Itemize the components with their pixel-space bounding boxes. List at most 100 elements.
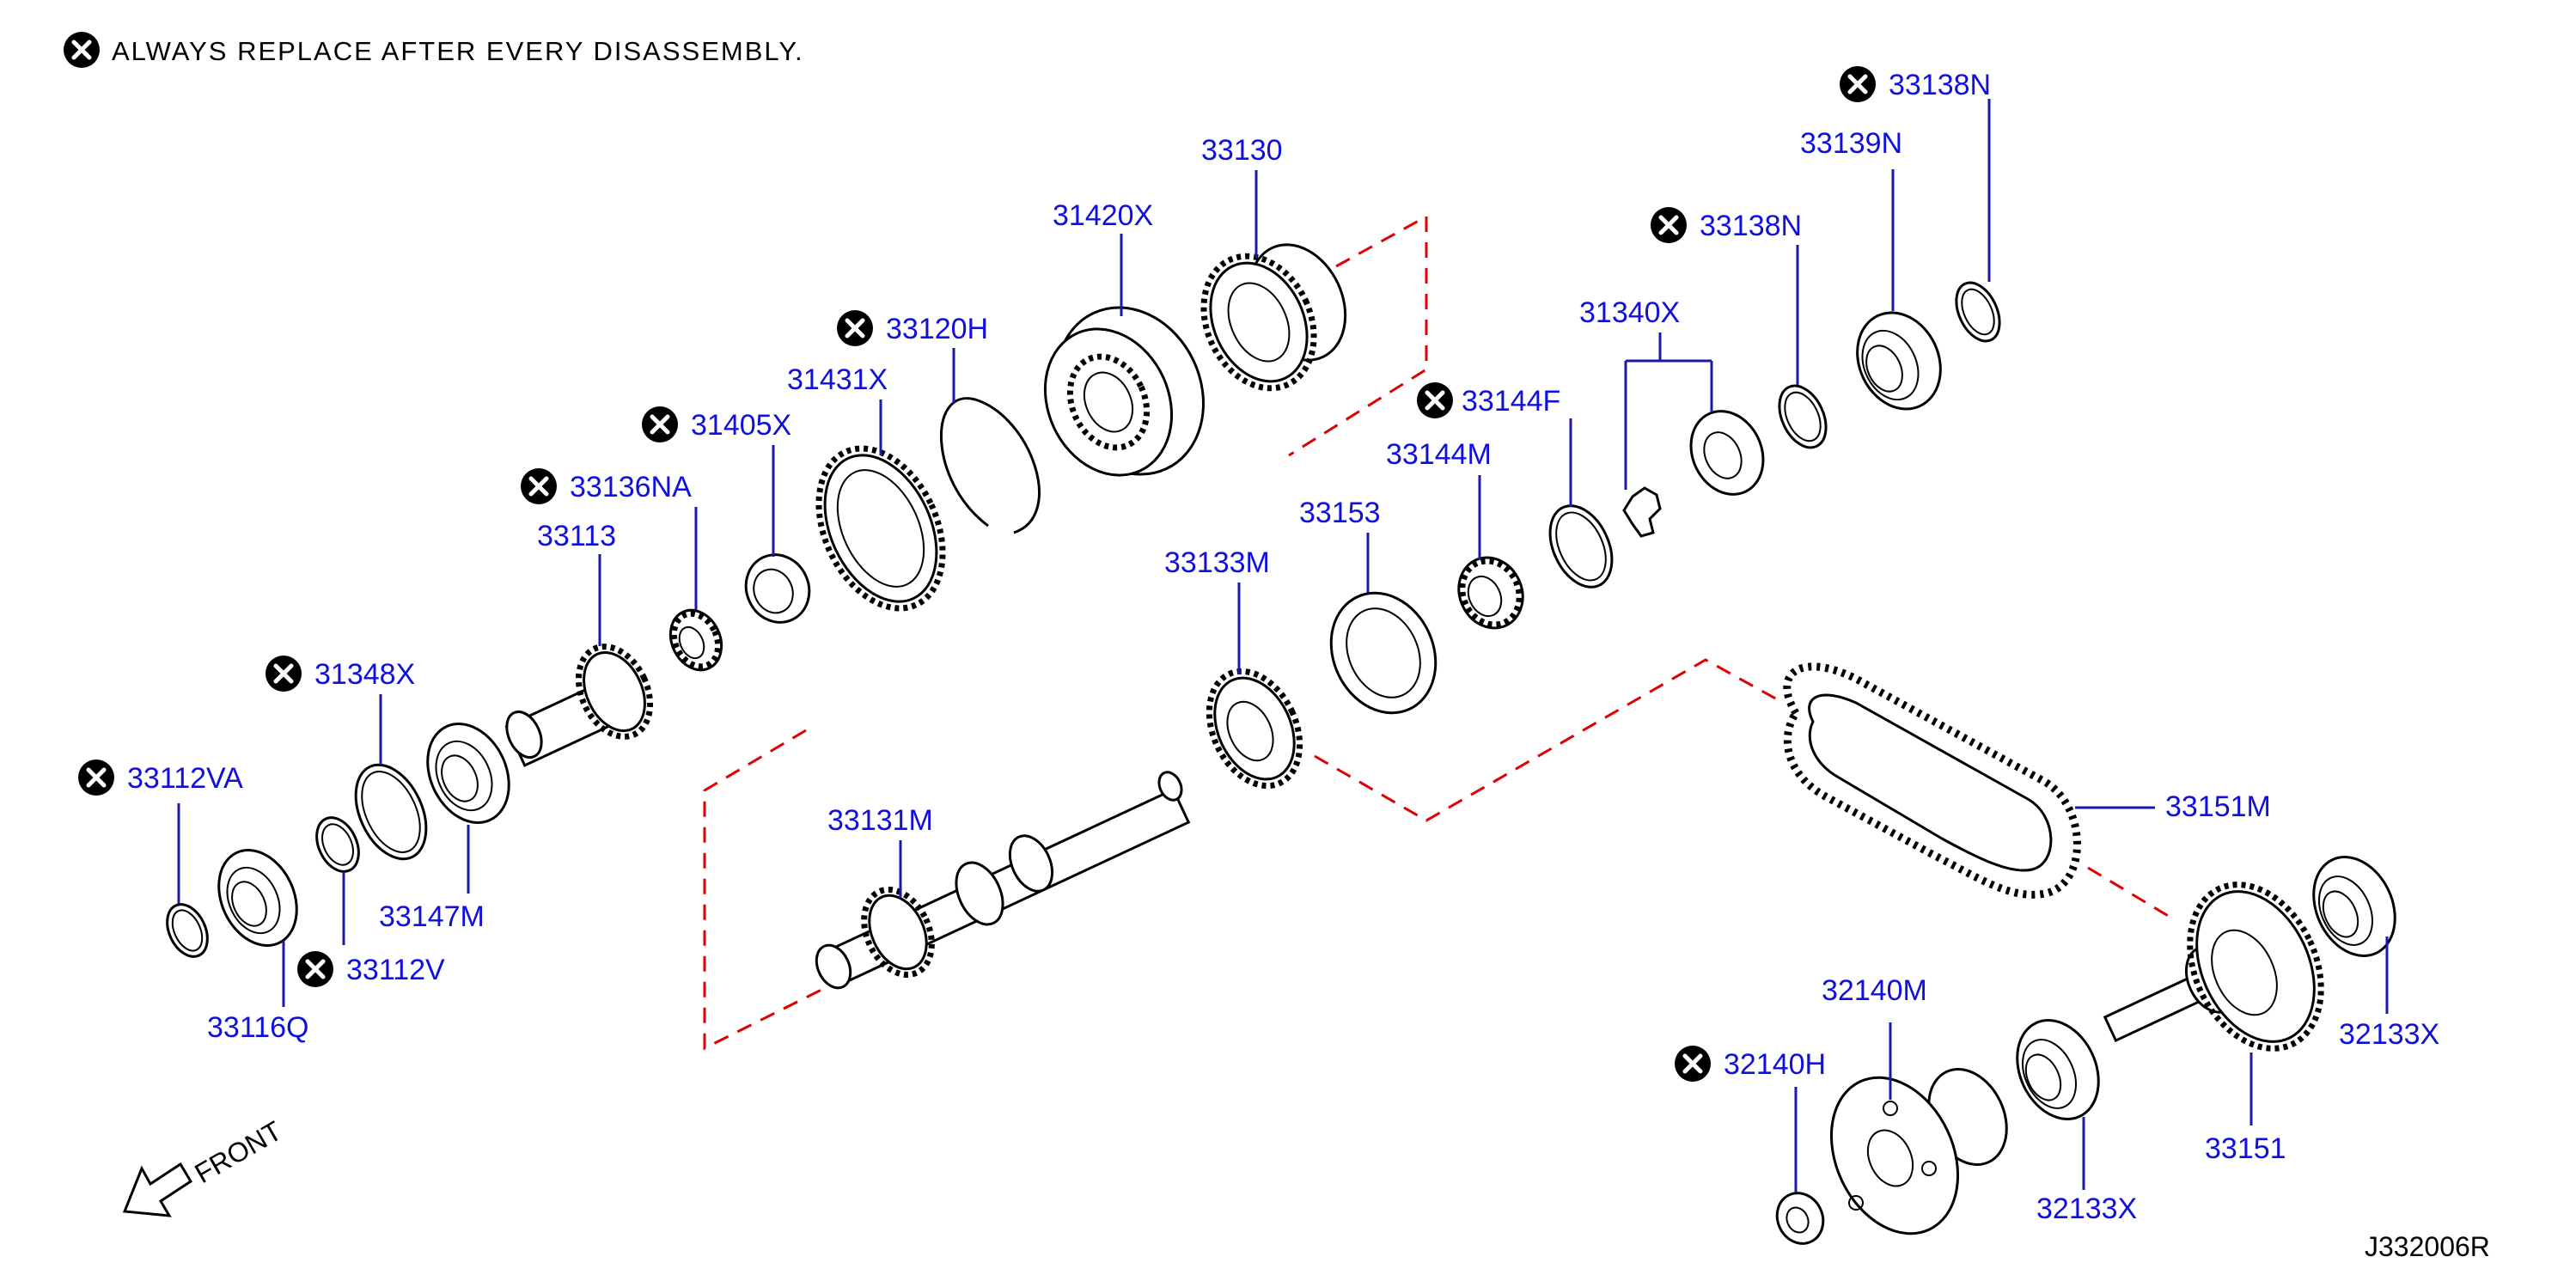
part-label: 33112V [346, 954, 445, 986]
replace-symbol-icon [642, 406, 678, 442]
front-indicator: FRONT [122, 1115, 287, 1217]
callout-32133X-lower: 32133X [2036, 1193, 2137, 1225]
part-33144F-snap-ring [1548, 504, 1614, 589]
callout-33136NA: 33136NA [521, 468, 692, 504]
callout-33130: 33130 [1201, 134, 1283, 167]
replace-note-text: ALWAYS REPLACE AFTER EVERY DISASSEMBLY. [112, 36, 804, 66]
replace-note: ALWAYS REPLACE AFTER EVERY DISASSEMBLY. [64, 32, 804, 68]
part-label: 33151M [2165, 790, 2271, 823]
part-33144M-hub [1457, 556, 1524, 630]
replace-symbol-icon [1417, 382, 1453, 418]
part-label: 33131M [827, 804, 933, 837]
callout-33131M: 33131M [827, 804, 933, 837]
part-label: 32140M [1822, 974, 1927, 1007]
part-33147M-bearing [426, 723, 510, 824]
callout-33133M: 33133M [1164, 546, 1270, 579]
part-label: 31340X [1579, 296, 1680, 329]
callout-33151M: 33151M [2165, 790, 2271, 823]
part-label: 33113 [537, 520, 616, 552]
callout-33138N-outer: 33138N [1840, 66, 1991, 102]
part-31420X-carrier [1043, 306, 1205, 477]
part-label: 31348X [314, 658, 415, 691]
part-label: 33138N [1700, 210, 1802, 242]
callout-33120H: 33120H [837, 310, 988, 346]
part-33130-sun-gear [1200, 243, 1347, 392]
leader-lines [177, 99, 2389, 1193]
part-33139N-bearing [1856, 311, 1942, 411]
part-33116Q-bearing [217, 849, 298, 947]
part-33151-front-output-shaft [2103, 882, 2324, 1052]
part-31340X-oil-pump [1622, 410, 1765, 538]
part-label: 33112VA [127, 762, 243, 795]
replace-symbol-icon [266, 656, 302, 692]
callout-33112VA: 33112VA [78, 760, 243, 796]
callout-32140M: 32140M [1822, 974, 1927, 1007]
callout-33151: 33151 [2205, 1132, 2286, 1165]
callout-31348X: 31348X [266, 656, 415, 692]
front-label: FRONT [190, 1115, 287, 1189]
part-label: 33133M [1164, 546, 1270, 579]
callout-31431X: 31431X [787, 363, 888, 396]
callout-31405X: 31405X [642, 406, 791, 442]
part-33153-sleeve [1329, 591, 1438, 715]
callout-33147M: 33147M [379, 900, 485, 933]
part-31348X-ring [354, 763, 428, 861]
part-33133M-sprocket [1206, 668, 1303, 790]
part-32133X-bearing-lower [2016, 1019, 2100, 1120]
replace-symbol-icon [297, 951, 333, 987]
part-label: 33120H [886, 313, 988, 345]
part-label: 33144M [1386, 438, 1492, 471]
part-33138N-ring-outer [1955, 281, 2001, 343]
replace-symbol-icon [837, 310, 873, 346]
part-33120H-snap-ring [940, 397, 1041, 534]
part-33138N-ring-inner [1778, 384, 1828, 449]
replace-symbol-icon [64, 32, 100, 68]
part-label: 31405X [691, 409, 791, 442]
part-label: 33144F [1462, 385, 1560, 418]
part-label: 33138N [1889, 69, 1991, 101]
diagram-code: J332006R [2365, 1231, 2490, 1262]
replace-symbol-icon [1840, 66, 1876, 102]
replace-symbol-icon [1675, 1046, 1711, 1082]
callout-31340X: 31340X [1579, 296, 1680, 329]
part-label: 32133X [2339, 1018, 2439, 1051]
callout-33112V: 33112V [297, 951, 445, 987]
phantom-lines [703, 214, 2175, 1051]
part-label: 33151 [2205, 1132, 2286, 1165]
callout-33139N: 33139N [1800, 127, 1902, 160]
callout-33138N-inner: 33138N [1651, 207, 1802, 243]
part-label: 33130 [1201, 134, 1283, 167]
part-33131M-mainshaft [815, 771, 1191, 990]
part-33113-gear-shaft [504, 644, 654, 767]
part-label: 33147M [379, 900, 485, 933]
part-33136NA-needle-bearing [668, 608, 723, 672]
part-label: 33116Q [207, 1011, 308, 1044]
part-31431X-ring-gear [815, 445, 946, 612]
part-label: 32133X [2036, 1193, 2137, 1225]
part-label: 32140H [1724, 1048, 1826, 1081]
part-32140M-companion-flange [1829, 1068, 2008, 1235]
part-label: 33153 [1299, 497, 1381, 529]
part-label: 33139N [1800, 127, 1902, 160]
part-32133X-bearing-right [2312, 856, 2396, 957]
replace-symbol-icon [521, 468, 557, 504]
callout-31420X: 31420X [1053, 199, 1153, 232]
callouts: 33130 31420X 33120H 31431X 31405X 33136N… [78, 66, 2439, 1225]
part-32140H-nut [1775, 1192, 1825, 1245]
callout-33144M: 33144M [1386, 438, 1492, 471]
callout-32133X-right: 32133X [2339, 1018, 2439, 1051]
part-31405X-bushing [744, 553, 811, 624]
replace-symbol-icon [1651, 207, 1687, 243]
callout-33116Q: 33116Q [207, 1011, 308, 1044]
part-33112VA-ring [166, 903, 209, 958]
part-33112V-ring [315, 816, 360, 873]
replace-symbol-icon [78, 760, 114, 796]
part-label: 31420X [1053, 199, 1153, 232]
callout-33113: 33113 [537, 520, 616, 552]
part-label: 31431X [787, 363, 888, 396]
callout-32140H: 32140H [1675, 1046, 1826, 1082]
front-arrow-icon [122, 1162, 193, 1217]
part-label: 33136NA [570, 471, 692, 503]
callout-33153: 33153 [1299, 497, 1381, 529]
